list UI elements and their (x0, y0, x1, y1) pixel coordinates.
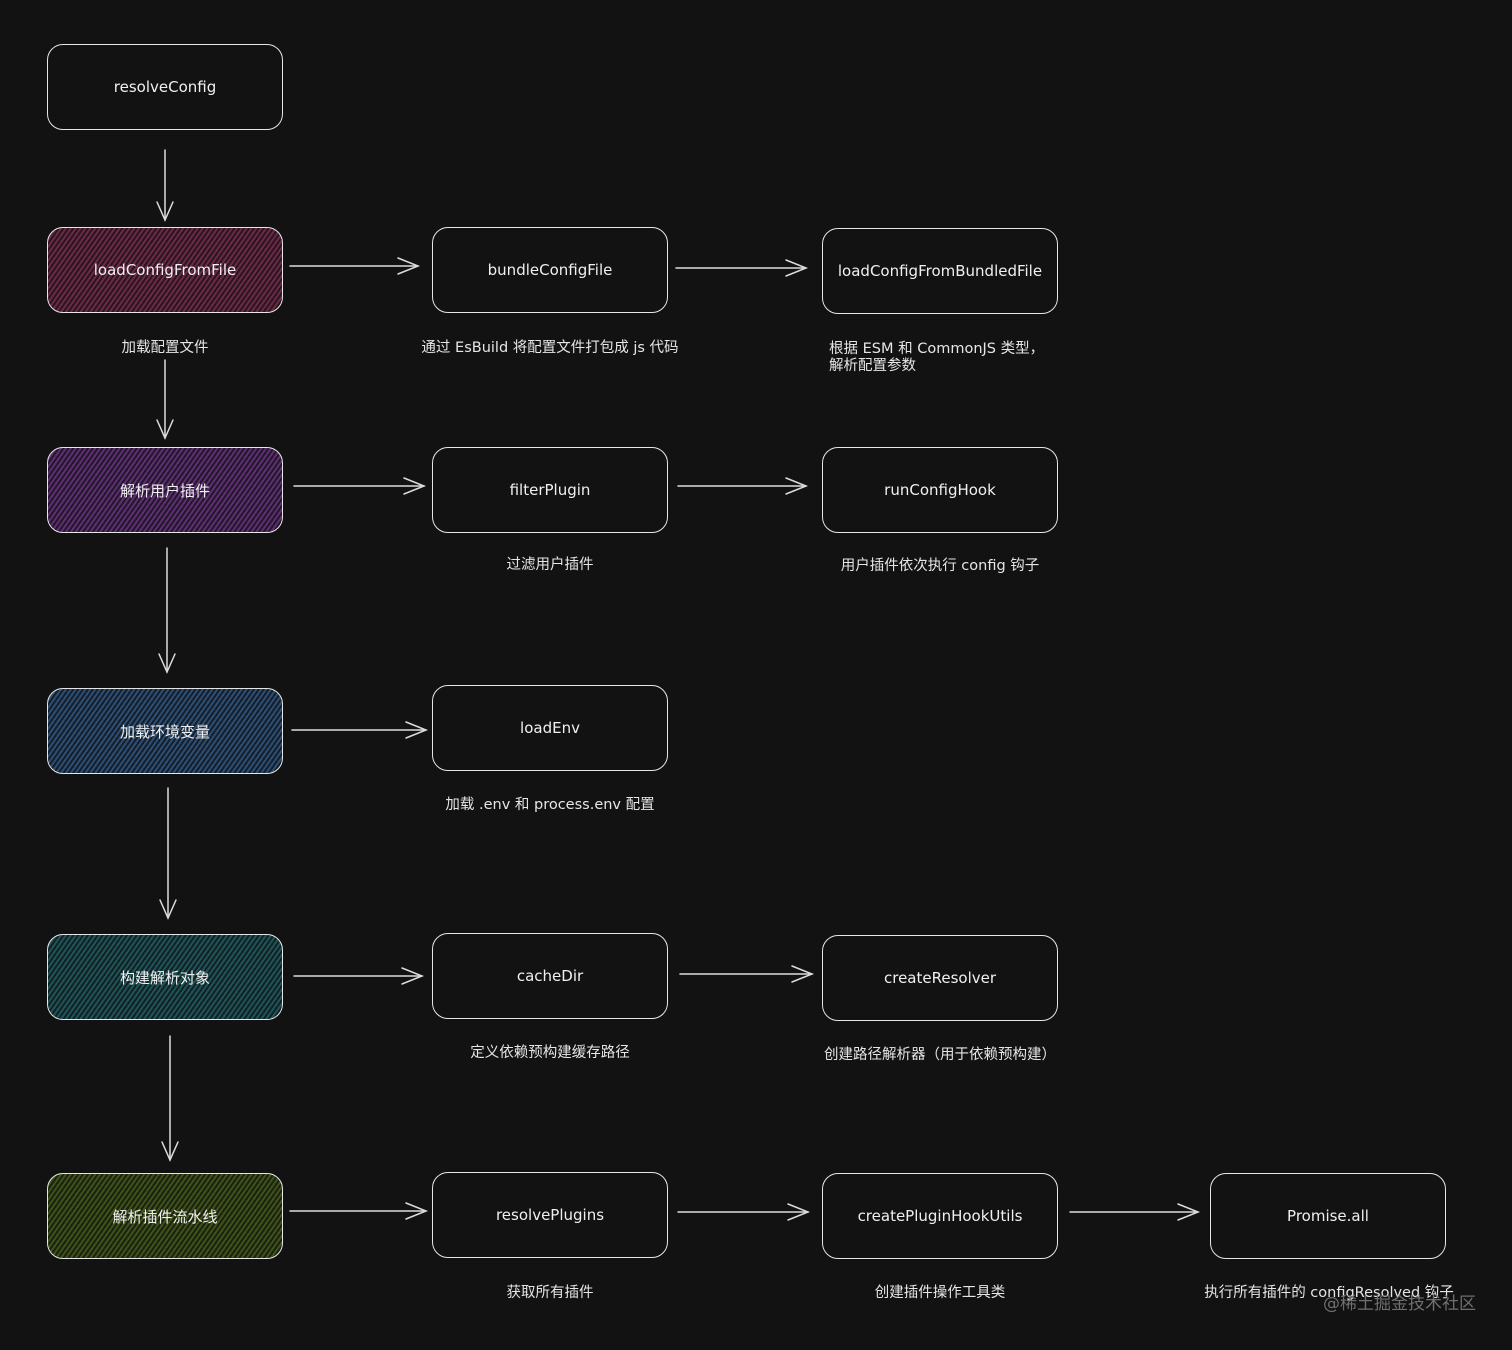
note-bundleConfigFile: 通过 EsBuild 将配置文件打包成 js 代码 (421, 340, 679, 356)
arrow-cacheDir-to-createResolver (679, 965, 815, 983)
arrow-resolvePluginPipeline-to-resolvePlugins (289, 1202, 429, 1220)
arrow-loadConfigFromFile-to-parseUserPlugins (156, 359, 174, 440)
node-promiseAll[interactable]: Promise.all (1210, 1173, 1446, 1259)
note-loadConfigFromBundledFile-line2: 解析配置参数 (829, 358, 916, 374)
node-label: bundleConfigFile (487, 261, 613, 279)
node-buildResolveObject[interactable]: 构建解析对象 (47, 934, 283, 1020)
node-label: 构建解析对象 (119, 968, 210, 987)
note-loadEnv: 加载 .env 和 process.env 配置 (445, 797, 655, 813)
arrow-createPluginHookUtils-to-promiseAll (1069, 1203, 1201, 1221)
node-loadEnv[interactable]: loadEnv (432, 685, 668, 771)
node-loadConfigFromFile[interactable]: loadConfigFromFile (47, 227, 283, 313)
node-label: 加载环境变量 (119, 722, 210, 741)
arrow-resolveConfig-to-loadConfigFromFile (156, 149, 174, 222)
arrow-buildResolveObject-to-resolvePluginPipeline (161, 1035, 179, 1162)
arrow-parseUserPlugins-to-loadEnvVars (158, 547, 176, 674)
node-label: cacheDir (516, 967, 584, 985)
node-resolvePlugins[interactable]: resolvePlugins (432, 1172, 668, 1258)
node-bundleConfigFile[interactable]: bundleConfigFile (432, 227, 668, 313)
node-resolvePluginPipeline[interactable]: 解析插件流水线 (47, 1173, 283, 1259)
arrow-loadEnvVars-to-loadEnv (291, 721, 429, 739)
note-resolvePlugins: 获取所有插件 (506, 1285, 594, 1301)
arrow-parseUserPlugins-to-filterPlugin (293, 477, 427, 495)
node-cacheDir[interactable]: cacheDir (432, 933, 668, 1019)
note-runConfigHook: 用户插件依次执行 config 钩子 (840, 558, 1040, 574)
note-filterPlugin: 过滤用户插件 (506, 557, 594, 573)
node-label: 解析用户插件 (119, 481, 210, 500)
node-label: loadConfigFromBundledFile (837, 262, 1043, 280)
node-label: createResolver (883, 969, 997, 987)
node-loadConfigFromBundledFile[interactable]: loadConfigFromBundledFile (822, 228, 1058, 314)
node-createResolver[interactable]: createResolver (822, 935, 1058, 1021)
note-createResolver: 创建路径解析器（用于依赖预构建） (824, 1047, 1056, 1063)
node-label: runConfigHook (884, 481, 996, 499)
node-parseUserPlugins[interactable]: 解析用户插件 (47, 447, 283, 533)
arrow-buildResolveObject-to-cacheDir (293, 967, 425, 985)
note-loadConfigFromBundledFile-line1: 根据 ESM 和 CommonJS 类型， (829, 341, 1045, 357)
arrow-loadEnvVars-to-buildResolveObject (159, 787, 177, 920)
note-createPluginHookUtils: 创建插件操作工具类 (874, 1285, 1006, 1301)
node-createPluginHookUtils[interactable]: createPluginHookUtils (822, 1173, 1058, 1259)
node-label: resolvePlugins (495, 1206, 605, 1224)
arrow-resolvePlugins-to-createPluginHookUtils (677, 1203, 811, 1221)
arrow-loadConfigFromFile-to-bundleConfigFile (289, 257, 421, 275)
node-filterPlugin[interactable]: filterPlugin (432, 447, 668, 533)
node-label: loadEnv (520, 719, 580, 737)
arrow-bundleConfigFile-to-loadConfigFromBundledFile (675, 259, 809, 277)
node-runConfigHook[interactable]: runConfigHook (822, 447, 1058, 533)
node-label: createPluginHookUtils (857, 1207, 1023, 1225)
node-label: Promise.all (1287, 1207, 1369, 1225)
note-cacheDir: 定义依赖预构建缓存路径 (470, 1045, 630, 1061)
node-resolveConfig[interactable]: resolveConfig (47, 44, 283, 130)
node-label: filterPlugin (509, 481, 591, 499)
node-label: resolveConfig (113, 78, 217, 96)
arrow-filterPlugin-to-runConfigHook (677, 477, 809, 495)
node-loadEnvVars[interactable]: 加载环境变量 (47, 688, 283, 774)
note-promiseAll: 执行所有插件的 configResolved 钩子 (1204, 1285, 1454, 1301)
note-loadConfigFromFile: 加载配置文件 (121, 340, 209, 356)
node-label: 解析插件流水线 (112, 1207, 218, 1226)
watermark: @稀土掘金技术社区 (1323, 1294, 1476, 1314)
node-label: loadConfigFromFile (93, 261, 237, 279)
